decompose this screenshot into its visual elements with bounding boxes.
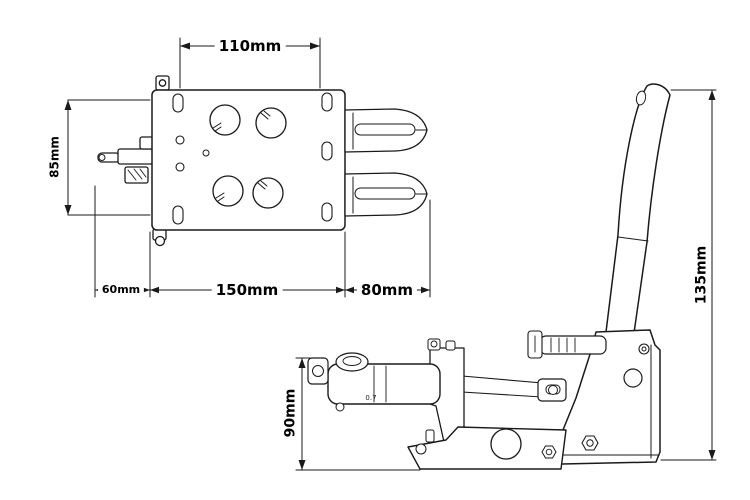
cylinder-bore-marking: 0.7: [365, 394, 377, 402]
side-view-master-cylinder: [307, 338, 567, 470]
dimension-label-extension-80: 80mm: [356, 282, 418, 299]
dimension-label-lever-height: 135mm: [693, 241, 710, 309]
dimension-label-offset-60: 60mm: [97, 283, 145, 297]
dimension-label-cylinder-height: 90mm: [282, 384, 299, 442]
dimension-label-length-150: 150mm: [211, 282, 283, 299]
dimension-label-top-width: 110mm: [214, 38, 286, 55]
side-view-lever: [527, 83, 671, 465]
top-view-plate: [97, 75, 428, 247]
dimension-label-left-height: 85mm: [47, 132, 62, 182]
